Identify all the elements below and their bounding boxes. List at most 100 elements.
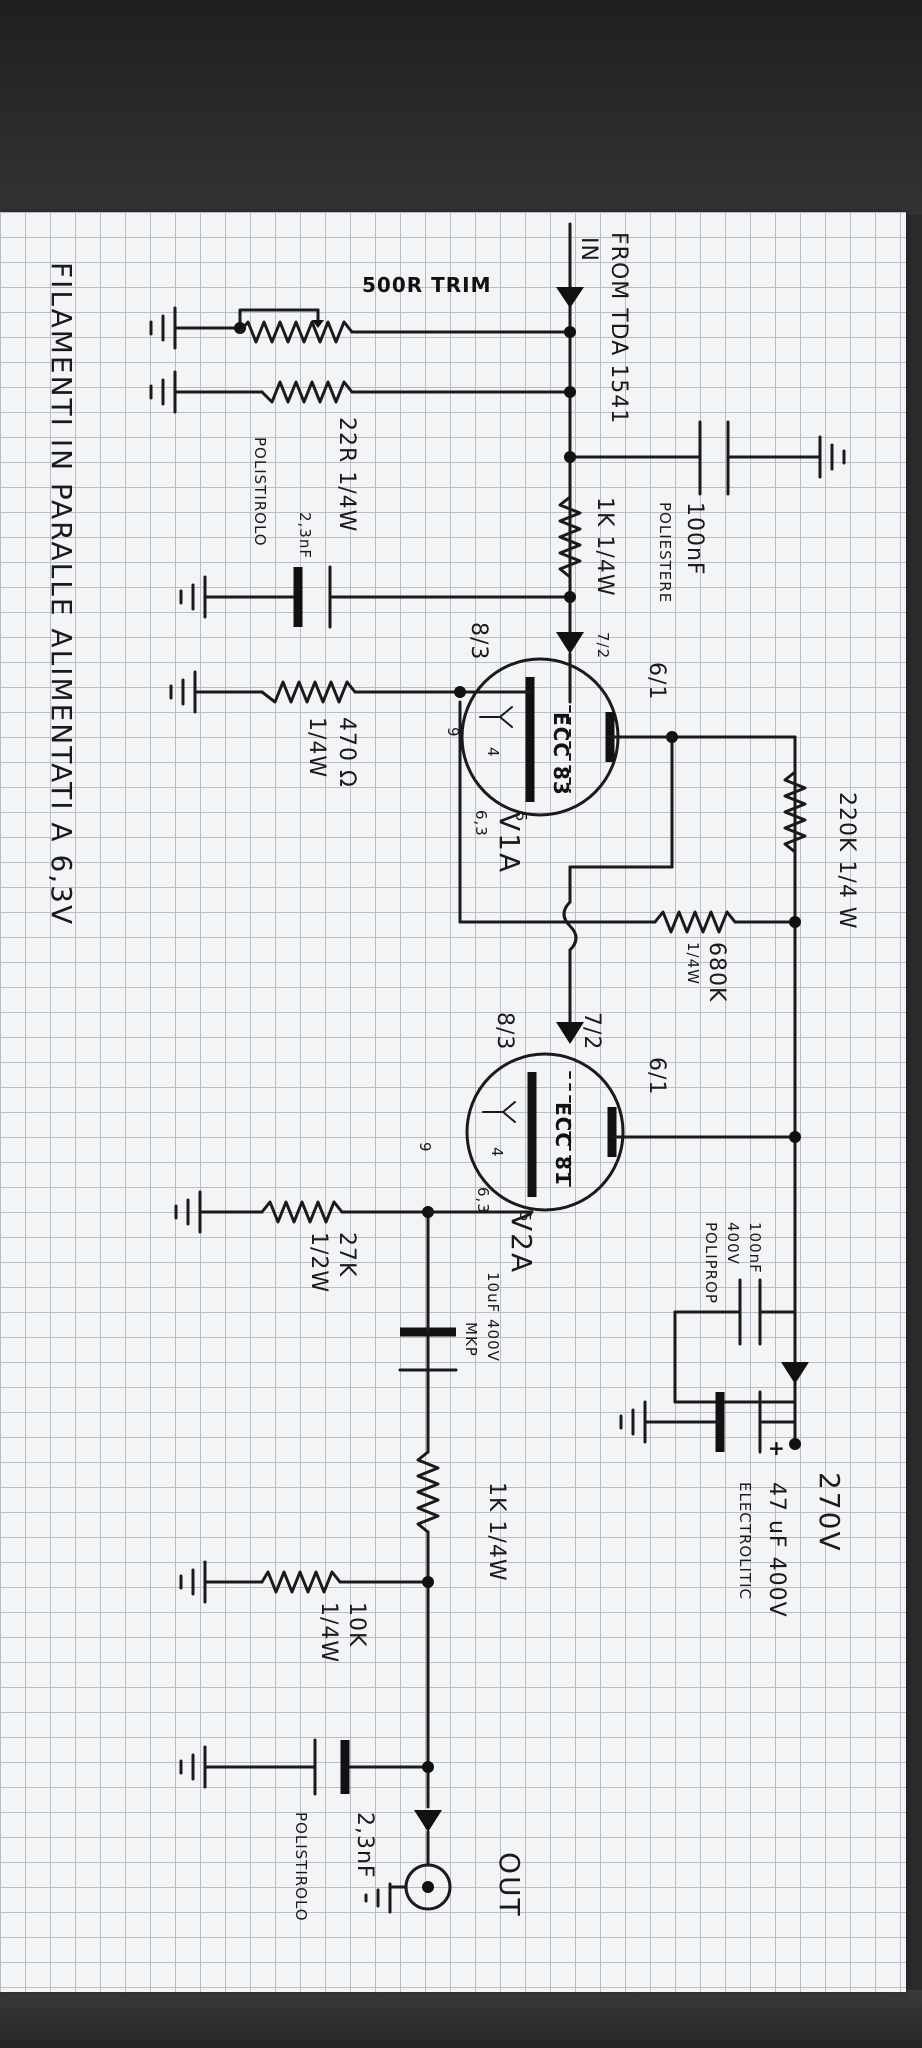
ground-icon — [364, 1882, 392, 1914]
r680k-resistor — [653, 910, 737, 934]
label-c100nb-v: 400V — [724, 1222, 742, 1265]
tube-v1-heater-icon — [479, 706, 513, 728]
output-arrow — [414, 1810, 442, 1832]
c47u-plus: + — [768, 1436, 786, 1460]
label-v1-name: V1A — [493, 812, 526, 874]
ground-icon — [149, 306, 177, 350]
trim-resistor — [238, 320, 354, 344]
junction-dot — [789, 1438, 801, 1450]
tube-preamp-schematic: + — [45, 222, 859, 1922]
label-v2-heater-b: 5 — [516, 1212, 534, 1223]
resistors — [238, 308, 807, 1594]
label-v2-type: ECC 81 — [551, 1102, 575, 1186]
output-jack-icon — [388, 1863, 452, 1911]
r27k-resistor — [260, 1200, 344, 1224]
junction-dot — [564, 591, 576, 603]
tube-v1 — [460, 657, 674, 817]
tube-v1-envelope — [460, 657, 620, 817]
label-c47u-type: ELECTROLITIC — [736, 1482, 754, 1600]
junction-dot — [234, 322, 246, 334]
grounds — [149, 306, 846, 1914]
junction-dot — [564, 326, 576, 338]
ground-icon — [619, 1400, 647, 1444]
label-c100n: 100nF — [682, 502, 707, 576]
wire-crossover — [562, 900, 578, 952]
label-v2-grid-pins: 7/2 — [579, 1012, 604, 1050]
label-c100nb: 100nF — [746, 1222, 764, 1274]
ground-icon — [149, 370, 177, 414]
grid2-arrow — [556, 1022, 584, 1044]
label-c10u: 10uF 400V — [484, 1272, 502, 1362]
label-c23-out: 2,3nF — [352, 1812, 377, 1879]
label-v2-name: V2A — [505, 1212, 538, 1274]
ground-icon — [179, 575, 207, 619]
junction-dot — [454, 686, 466, 698]
label-r10k-w: 1/4W — [316, 1602, 341, 1663]
label-r22: 22R 1/4W — [334, 417, 359, 532]
graph-paper-sheet: + — [0, 212, 906, 1992]
label-v1-grid-pins: 7/2 — [594, 632, 612, 659]
desk-surface-top — [0, 0, 922, 215]
ground-icon — [179, 1560, 207, 1604]
label-r27k-w: 1/2W — [306, 1232, 331, 1293]
label-filaments-note: FILAMENTI IN PARALLE ALIMENTATI A 6,3V — [45, 262, 78, 926]
ground-icon — [179, 1745, 207, 1789]
label-v1-heater-b: 5 — [512, 812, 530, 823]
label-supply: 270V — [813, 1472, 846, 1553]
r22-resistor — [260, 380, 354, 404]
label-c47u: 47 uF 400V — [764, 1482, 789, 1618]
trim-wiper-arrow — [312, 320, 324, 328]
label-trim: 500R TRIM — [362, 273, 492, 297]
label-v2-cathode-pins: 8/3 — [492, 1012, 517, 1050]
label-c10u-type: MKP — [462, 1322, 480, 1357]
label-r470-w: 1/4W — [304, 717, 329, 778]
r1k-out-resistor — [416, 1450, 440, 1534]
label-c23-out-type: POLISTIROLO — [292, 1812, 310, 1922]
label-v2-heater-a: 4 — [488, 1147, 506, 1158]
label-r22-type: POLISTIROLO — [251, 437, 269, 547]
label-v1-heater-c: 9 — [444, 727, 462, 738]
tube-v2-envelope — [465, 1052, 625, 1212]
supply-arrow — [781, 1362, 809, 1384]
label-in: IN — [576, 237, 601, 262]
label-from-tda: FROM TDA 1541 — [606, 232, 631, 424]
r470-resistor — [260, 680, 357, 704]
label-v2-heater-v: 6,3 — [474, 1187, 492, 1214]
grid1-arrow — [556, 632, 584, 654]
ground-icon — [169, 670, 197, 714]
label-v1-type: ECC 83 — [549, 712, 573, 796]
r1k-in-resistor — [558, 495, 582, 579]
junction-dot — [564, 386, 576, 398]
label-r10k: 10K — [344, 1602, 369, 1647]
label-r680k-w: 1/4W — [684, 942, 702, 985]
label-r680k: 680K — [704, 942, 729, 1002]
tube-v2-heater-icon — [482, 1101, 516, 1123]
label-out: OUT — [493, 1852, 526, 1918]
label-c100nb-type: POLIPROP — [702, 1222, 720, 1304]
label-c23-in: 2,3nF — [296, 512, 314, 559]
junction-dot — [789, 1131, 801, 1143]
label-c100n-type: POLIESTERE — [656, 502, 674, 603]
junction-dot — [422, 1576, 434, 1588]
label-r1k-in: 1K 1/4W — [592, 497, 617, 597]
r220k-resistor — [783, 770, 807, 854]
label-v2-heater-c: 9 — [416, 1142, 434, 1153]
label-r470: 470 Ω — [334, 717, 359, 788]
tube-v2 — [426, 1052, 642, 1214]
desk-surface-bottom — [0, 1990, 922, 2048]
label-r220k: 220K 1/4 W — [834, 792, 859, 930]
label-v2-plate-pins: 6/1 — [644, 1057, 669, 1095]
ground-icon — [818, 435, 846, 479]
capacitors: + — [293, 420, 797, 1796]
label-v1-cathode-pins: 8/3 — [466, 622, 491, 660]
label-r27k: 27K — [334, 1232, 359, 1277]
trim-bridge — [238, 308, 320, 324]
labels: FROM TDA 1541 IN FILAMENTI IN PARALLE AL… — [45, 232, 859, 1922]
label-r1k-out: 1K 1/4W — [484, 1482, 509, 1582]
junction-dot — [422, 1761, 434, 1773]
r10k-resistor — [260, 1570, 342, 1594]
ground-icon — [174, 1190, 202, 1234]
junction-dot — [789, 916, 801, 928]
label-v1-heater-a: 4 — [484, 747, 502, 758]
